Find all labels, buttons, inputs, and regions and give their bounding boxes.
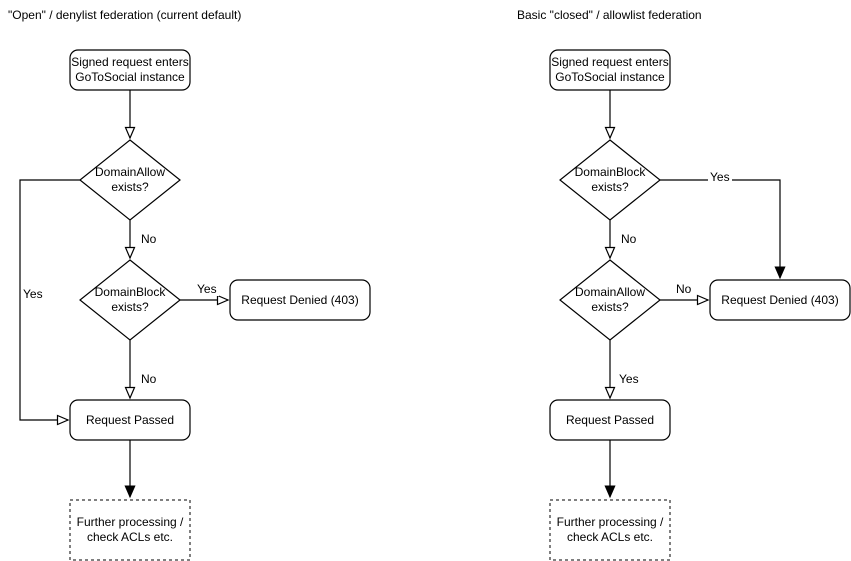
edge-label-allow-yes: Yes — [21, 287, 45, 301]
right-chart-title: Basic "closed" / allowlist federation — [517, 8, 702, 22]
edge-label-allow-no: No — [139, 232, 159, 246]
node-request-denied-box — [229, 279, 371, 321]
node-request-passed-label: Request Passed — [85, 412, 175, 427]
decision-domainblock-diamond — [559, 139, 661, 221]
edge-label-allow-no: No — [674, 282, 694, 296]
node-further-processing-box — [69, 499, 191, 561]
left-chart-title: "Open" / denylist federation (current de… — [8, 8, 242, 22]
node-request-denied-label: Request Denied (403) — [721, 292, 839, 307]
node-further-processing-label: Further processing / check ACLs etc. — [76, 515, 184, 544]
decision-domainblock-label: DomainBlock exists? — [94, 285, 166, 314]
edge-domainblock-yes-to-denied — [660, 179, 780, 278]
node-request-denied-box — [709, 279, 851, 321]
node-start-box — [69, 49, 191, 91]
node-request-passed-label: Request Passed — [565, 412, 655, 427]
edge-label-block-no: No — [139, 372, 159, 386]
node-request-passed-box — [69, 399, 191, 441]
edge-label-block-yes: Yes — [708, 170, 732, 184]
edge-domainallow-yes-to-passed — [19, 179, 80, 426]
node-start-box — [549, 49, 671, 91]
node-start-label: Signed request enters GoToSocial instanc… — [551, 55, 669, 84]
edge-label-block-no: No — [619, 232, 639, 246]
decision-domainblock-label: DomainBlock exists? — [574, 165, 646, 194]
decision-domainallow-label: DomainAllow exists? — [94, 165, 166, 194]
node-further-processing-label: Further processing / check ACLs etc. — [556, 515, 664, 544]
decision-domainallow-label: DomainAllow exists? — [574, 285, 646, 314]
node-request-denied-label: Request Denied (403) — [241, 292, 359, 307]
closed-allowlist-chart — [549, 49, 851, 561]
edge-label-allow-yes: Yes — [617, 372, 641, 386]
open-denylist-chart — [19, 49, 371, 561]
decision-domainallow-diamond — [79, 139, 181, 221]
decision-domainallow-diamond — [559, 259, 661, 341]
decision-domainblock-diamond — [79, 259, 181, 341]
node-further-processing-box — [549, 499, 671, 561]
edge-label-block-yes: Yes — [195, 282, 219, 296]
node-request-passed-box — [549, 399, 671, 441]
node-start-label: Signed request enters GoToSocial instanc… — [71, 55, 189, 84]
